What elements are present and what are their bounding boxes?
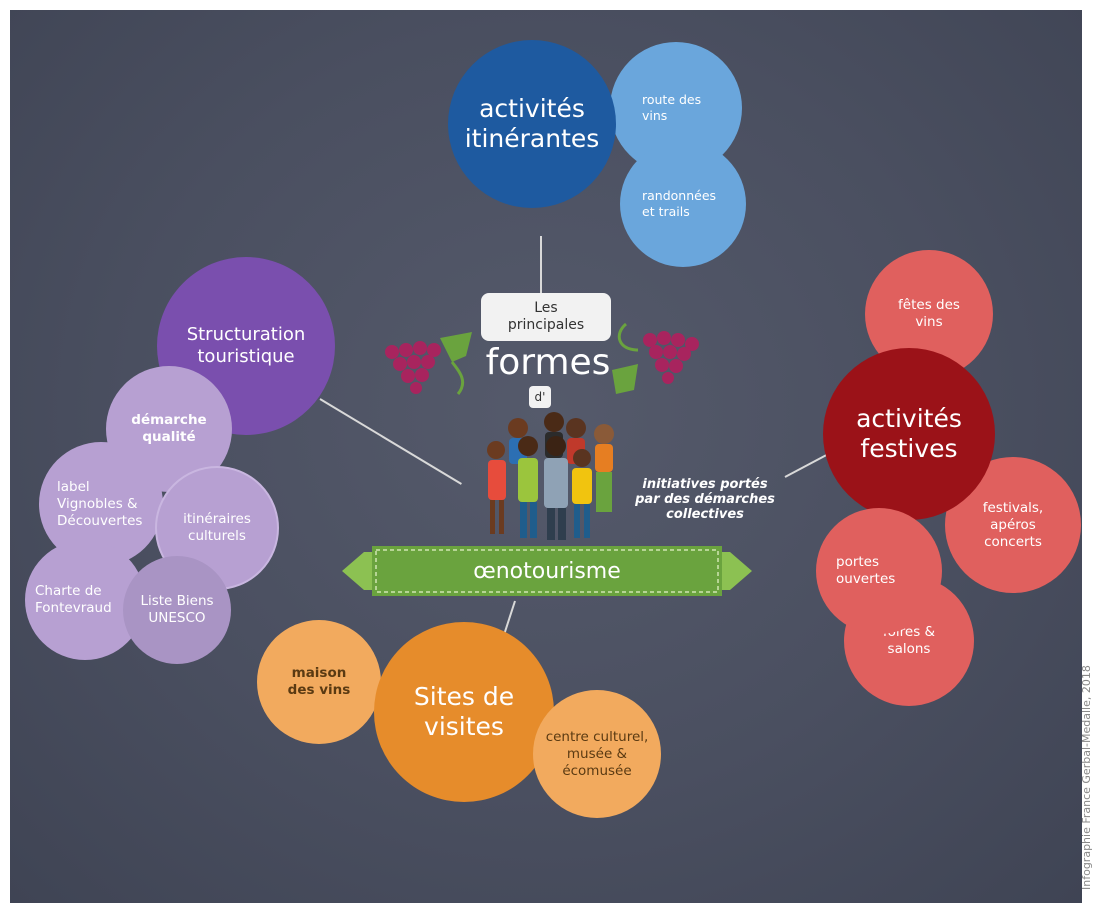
connector-itinerantes bbox=[540, 236, 542, 296]
oenotourisme-banner bbox=[342, 546, 752, 596]
initiatives-note: initiatives portés par des démarches col… bbox=[635, 477, 775, 522]
bubble-sites-visites: Sites de visites bbox=[374, 622, 554, 802]
credit-text: Infographie France Gerbal-Medalle, 2018 bbox=[1080, 665, 1093, 890]
banner-label: œnotourisme bbox=[473, 559, 621, 584]
title-les-principales: Les principales bbox=[481, 293, 611, 341]
people-illustration bbox=[487, 412, 614, 540]
bubble-maison-vins: maison des vins bbox=[257, 620, 381, 744]
grapes-right-icon bbox=[612, 322, 699, 394]
chalkboard-background: route des vins randonnées et trails acti… bbox=[10, 10, 1082, 903]
bubble-portes-ouvertes: portes ouvertes bbox=[816, 508, 942, 634]
title-formes: formes bbox=[485, 342, 611, 383]
bubble-activites-festives: activités festives bbox=[823, 348, 995, 520]
bubble-randonnees: randonnées et trails bbox=[620, 141, 746, 267]
bubble-demarche-qualite: démarche qualité bbox=[106, 366, 232, 492]
connector-structuration bbox=[319, 398, 462, 485]
bubble-centre-culturel: centre culturel, musée & écomusée bbox=[533, 690, 661, 818]
bubble-activites-itinerantes: activités itinérantes bbox=[448, 40, 616, 208]
title-d: d' bbox=[529, 386, 551, 408]
grapes-left-icon bbox=[385, 332, 472, 395]
bubble-liste-unesco: Liste Biens UNESCO bbox=[123, 556, 231, 664]
